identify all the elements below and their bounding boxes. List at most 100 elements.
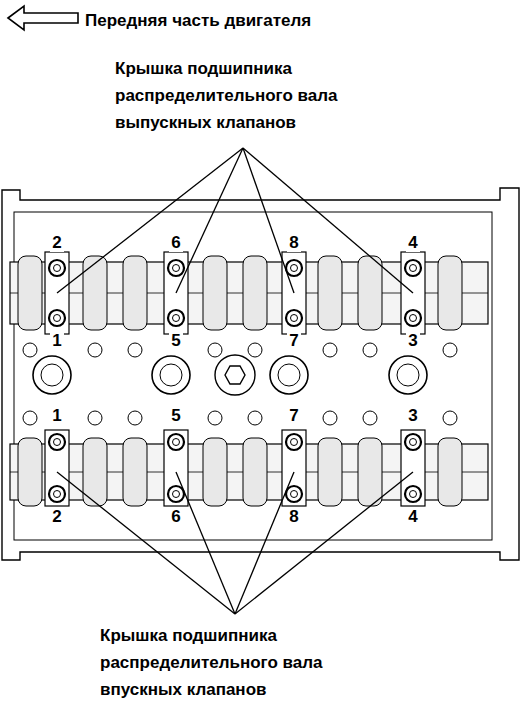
leader-line <box>243 148 413 293</box>
cap-bolt-head <box>410 491 417 498</box>
cap-bolt <box>49 434 65 450</box>
cam-lobe <box>243 256 267 330</box>
cap-bolt-head <box>173 315 180 322</box>
leader-line <box>235 472 294 614</box>
cam-lobe <box>318 438 342 506</box>
callout-number: 8 <box>287 234 300 252</box>
cap-bolt <box>49 310 65 326</box>
cap-bolt <box>405 486 421 502</box>
tappet <box>323 411 337 425</box>
cap-bolt-head <box>291 491 298 498</box>
tappet <box>128 411 142 425</box>
cap-bolt <box>49 486 65 502</box>
callout-number: 7 <box>287 407 300 425</box>
leader-line <box>235 472 413 614</box>
tappet <box>363 411 377 425</box>
cap-bolt-head <box>173 439 180 446</box>
front-arrow <box>8 6 78 30</box>
cap-bolt <box>405 434 421 450</box>
cap-bolt-head <box>410 315 417 322</box>
tappet <box>88 411 102 425</box>
cam-lobe <box>203 438 227 506</box>
callout-number: 2 <box>50 234 63 252</box>
cap-bolt <box>405 310 421 326</box>
cam-lobe <box>438 256 462 330</box>
cap-bolt-head <box>173 265 180 272</box>
cap-bolt <box>286 310 302 326</box>
cap-bolt <box>286 486 302 502</box>
spark-plug-well <box>270 356 308 394</box>
callout-number: 6 <box>169 234 182 252</box>
cam-lobe <box>243 438 267 506</box>
cap-bolt-head <box>291 315 298 322</box>
front-label: Передняя часть двигателя <box>85 7 385 34</box>
cap-bolt-head <box>173 491 180 498</box>
tappet <box>23 343 37 357</box>
tappet <box>323 343 337 357</box>
cam-lobe <box>203 256 227 330</box>
spark-plug-well-inner <box>278 364 300 386</box>
head-inner-outline <box>14 212 492 540</box>
cap-bolt <box>49 260 65 276</box>
leader-lines <box>57 148 413 614</box>
caps-bolts-holes <box>18 252 462 506</box>
leader-line <box>176 472 235 614</box>
cam-lobe <box>438 438 462 506</box>
cap-bolt-head <box>410 265 417 272</box>
callout-number: 2 <box>50 508 63 526</box>
spark-plug-well <box>152 356 190 394</box>
callout-number: 3 <box>406 332 419 350</box>
intake-cap-callout: Крышка подшипника распределительного вал… <box>100 622 400 703</box>
callout-number: 5 <box>169 407 182 425</box>
tappet <box>208 343 222 357</box>
spark-plug-well-inner <box>397 364 419 386</box>
tappet <box>443 343 457 357</box>
spark-plug-well-inner <box>41 364 63 386</box>
cam-lobe <box>318 256 342 330</box>
intake-bearing-cap <box>45 430 69 506</box>
callout-number: 7 <box>287 332 300 350</box>
cap-bolt-head <box>54 265 61 272</box>
callout-number: 1 <box>50 332 63 350</box>
tappet <box>248 343 262 357</box>
intake-bearing-cap <box>401 430 425 506</box>
spark-plug-well <box>33 356 71 394</box>
cap-bolt <box>168 260 184 276</box>
cap-bolt-head <box>291 265 298 272</box>
callout-number: 6 <box>169 508 182 526</box>
cam-lobe <box>18 256 42 330</box>
callout-number: 4 <box>406 234 419 252</box>
cap-bolt-head <box>291 439 298 446</box>
tappet <box>363 343 377 357</box>
cap-bolt <box>168 434 184 450</box>
cap-bolt-head <box>410 439 417 446</box>
tappet <box>208 411 222 425</box>
cap-bolt <box>168 310 184 326</box>
cap-bolt <box>405 260 421 276</box>
exhaust-cap-callout: Крышка подшипника распределительного вал… <box>115 55 390 136</box>
cam-lobe <box>18 438 42 506</box>
cam-lobe <box>123 438 147 506</box>
tappet <box>88 343 102 357</box>
head-outline <box>2 188 519 560</box>
tappet <box>443 411 457 425</box>
cap-bolt-head <box>54 315 61 322</box>
callout-number: 8 <box>287 508 300 526</box>
cam-lobe <box>123 256 147 330</box>
tappet <box>128 343 142 357</box>
center-hex-bolt <box>225 366 245 384</box>
cap-bolt <box>286 260 302 276</box>
tappet <box>23 411 37 425</box>
leader-line <box>176 148 243 293</box>
center-bolt-boss <box>215 355 255 395</box>
leader-line <box>57 472 235 614</box>
cap-bolt <box>286 434 302 450</box>
cam-lobe <box>358 438 382 506</box>
cap-bolt <box>168 486 184 502</box>
cap-bolt-head <box>54 491 61 498</box>
cam-lobe <box>83 256 107 330</box>
spark-plug-well-inner <box>160 364 182 386</box>
cap-bolt-head <box>54 439 61 446</box>
cam-lobe <box>358 256 382 330</box>
intake-bearing-cap <box>164 430 188 506</box>
